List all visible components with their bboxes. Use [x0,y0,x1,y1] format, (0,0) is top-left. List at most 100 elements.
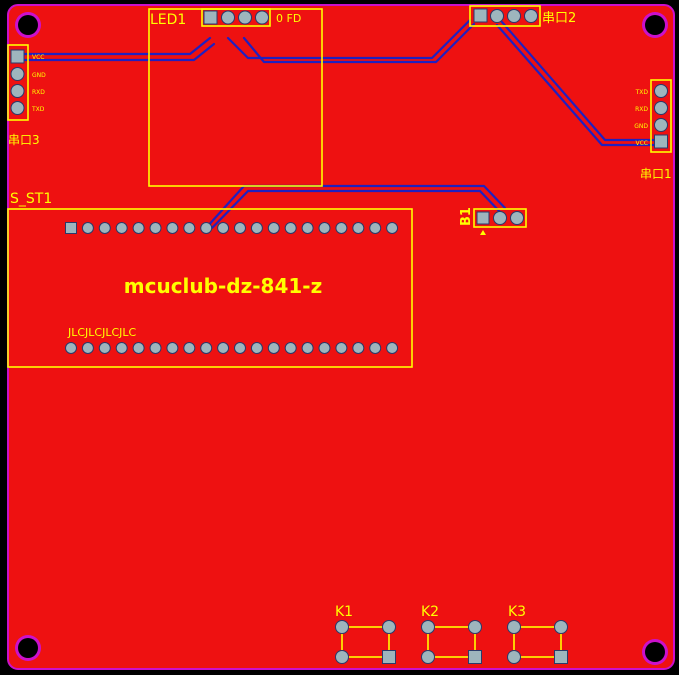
led1-pad-4 [255,10,269,25]
mcu-socket: S_ST1 mcuclub-dz-841-z JLCJLCJLCJLC [7,191,413,368]
uart3-pad-1 [10,49,25,64]
uart3-pin-label-1: VCC [32,54,44,61]
mounting-hole-tr [642,12,668,38]
uart1-pin-label-3: GND [634,123,648,130]
buzzer-pad-2 [493,211,507,225]
mcu-label: S_ST1 [10,191,52,207]
mcu-top-pad-10 [217,222,230,234]
uart3-pin-label-3: RXD [32,89,45,96]
mounting-hole-tl [15,12,41,38]
button-k1-pad-1 [335,620,349,634]
uart3-label: 串口3 [8,133,40,147]
mcu-top-pad-5 [132,222,145,234]
mcu-bottom-pad-1 [65,342,77,354]
uart1-pin-label-2: RXD [635,106,648,113]
mcu-bottom-pad-11 [234,342,246,354]
buzzer-pad-1 [476,211,490,225]
mcu-bottom-pad-20 [386,342,399,354]
mcu-bottom-pad-14 [284,342,297,354]
button-k2-pad-4 [468,650,482,664]
jlc-mark: JLCJLCJLCJLC [67,326,137,339]
mcu-bottom-pad-13 [267,342,280,354]
mcu-bottom-pad-9 [200,342,213,354]
uart2-pad-4 [524,9,538,23]
mcu-bottom-pad-10 [217,342,230,354]
button-k1-label: K1 [335,604,353,620]
button-k2: K2 [421,604,482,664]
mcu-bottom-pad-16 [318,342,331,354]
mcu-bottom-pad-15 [301,342,314,354]
button-k3-label: K3 [508,604,526,620]
mcu-top-pad-14 [284,222,297,234]
button-k3-outline [513,626,562,658]
uart1-pin-label-4: VCC [636,140,648,147]
mcu-bottom-pad-19 [369,342,382,354]
mcu-top-pad-19 [369,222,382,234]
uart1-pad-2 [654,101,668,115]
mcu-bottom-pad-12 [250,342,263,354]
mounting-hole-br [642,639,668,665]
button-k2-label: K2 [421,604,439,620]
button-k2-pad-1 [421,620,435,634]
traces [16,18,662,230]
uart2-pad-2 [490,9,504,23]
buzzer-pin1-marker [480,230,486,235]
led1-pad-2 [221,10,235,25]
mcu-top-pad-17 [335,222,348,234]
mcu-top-pad-3 [98,222,111,234]
uart3-outline [7,44,29,121]
uart2-pad-3 [507,9,521,23]
led1-pad-3 [238,10,252,25]
button-k3-pad-1 [507,620,521,634]
mcu-bottom-pad-2 [81,342,94,354]
button-k3: K3 [507,604,568,664]
button-k3-pad-4 [554,650,568,664]
uart1-pad-3 [654,118,668,132]
uart1-header: TXD RXD GND VCC 串口1 [634,79,672,181]
uart2-header: 串口2 [469,5,576,27]
mcu-top-pad-2 [81,222,94,234]
uart3-pad-3 [10,84,25,98]
button-k1-pad-2 [382,620,396,634]
mcu-top-pad-12 [250,222,263,234]
mcu-top-pad-7 [166,222,179,234]
mounting-hole-bl [15,635,41,661]
uart3-pin-label-4: TXD [31,106,45,113]
button-k1-pad-4 [382,650,396,664]
led1-module: LED1 0 FD [148,8,323,187]
mcu-bottom-pad-7 [166,342,179,354]
mcu-bottom-pad-3 [98,342,111,354]
mcu-top-pad-11 [234,222,246,234]
mcu-outline [7,208,413,368]
mcu-bottom-pad-4 [115,342,128,354]
mcu-top-pad-4 [115,222,128,234]
uart1-pin-label-1: TXD [635,89,649,96]
uart2-label: 串口2 [542,11,576,26]
button-k1-outline [341,626,390,658]
uart3-pad-4 [10,101,25,115]
buzzer: B1 [459,207,527,235]
button-k3-pad-3 [507,650,521,664]
mcu-top-pad-8 [183,222,196,234]
uart3-pad-2 [10,67,25,81]
buzzer-label: B1 [459,207,474,226]
button-k1: K1 [335,604,396,664]
mcu-bottom-pad-8 [183,342,196,354]
led1-side-label: 0 FD [276,12,301,25]
mcu-top-pad-13 [267,222,280,234]
mcu-top-pad-16 [318,222,331,234]
uart3-header: VCC GND RXD TXD 串口3 [7,44,46,147]
uart1-outline [650,79,672,153]
uart2-pad-1 [473,8,488,23]
button-k3-pad-2 [554,620,568,634]
mcu-top-pin-row [65,222,399,234]
mcu-bottom-pin-row [65,342,399,354]
uart1-pad-1 [654,84,668,98]
mcu-top-pad-6 [149,222,162,234]
led1-pad-1 [203,10,218,25]
mcu-bottom-pad-17 [335,342,348,354]
uart2-outline [469,5,541,27]
buzzer-outline [473,208,527,228]
buzzer-pad-3 [510,211,524,225]
